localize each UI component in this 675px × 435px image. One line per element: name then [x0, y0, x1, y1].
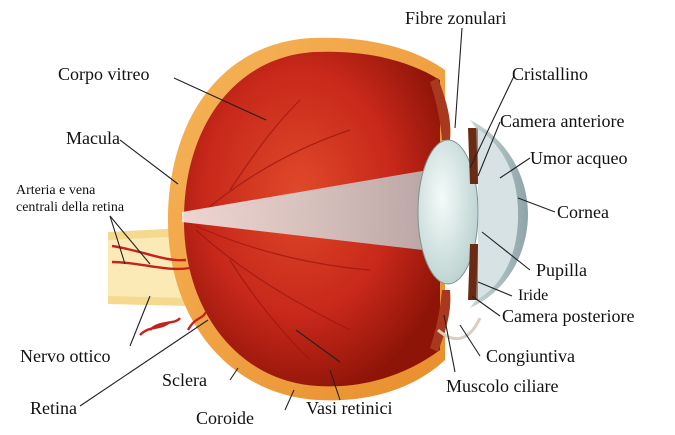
label-camera-posteriore: Camera posteriore [502, 306, 634, 326]
label-nervo-ottico: Nervo ottico [20, 346, 110, 366]
anterior-chamber [476, 128, 518, 300]
label-camera-anteriore: Camera anteriore [500, 111, 624, 131]
label-arteria-line1: Arteria e vena [16, 183, 96, 198]
label-cornea: Cornea [557, 202, 609, 222]
label-arteria-line2: centrali della retina [16, 200, 125, 215]
label-macula: Macula [66, 128, 120, 148]
label-umor-acqueo: Umor acqueo [530, 148, 627, 168]
label-corpo-vitreo: Corpo vitreo [58, 64, 150, 84]
label-iride: Iride [518, 287, 548, 304]
label-sclera: Sclera [162, 370, 207, 390]
label-retina: Retina [30, 398, 77, 418]
label-fibre-zonulari: Fibre zonulari [405, 8, 506, 28]
label-vasi-retinici: Vasi retinici [306, 398, 392, 418]
label-cristallino: Cristallino [512, 64, 588, 84]
label-pupilla: Pupilla [536, 260, 587, 280]
lens [418, 140, 478, 284]
label-congiuntiva: Congiuntiva [486, 346, 575, 366]
label-muscolo-ciliare: Muscolo ciliare [446, 376, 558, 396]
label-coroide: Coroide [196, 408, 254, 428]
